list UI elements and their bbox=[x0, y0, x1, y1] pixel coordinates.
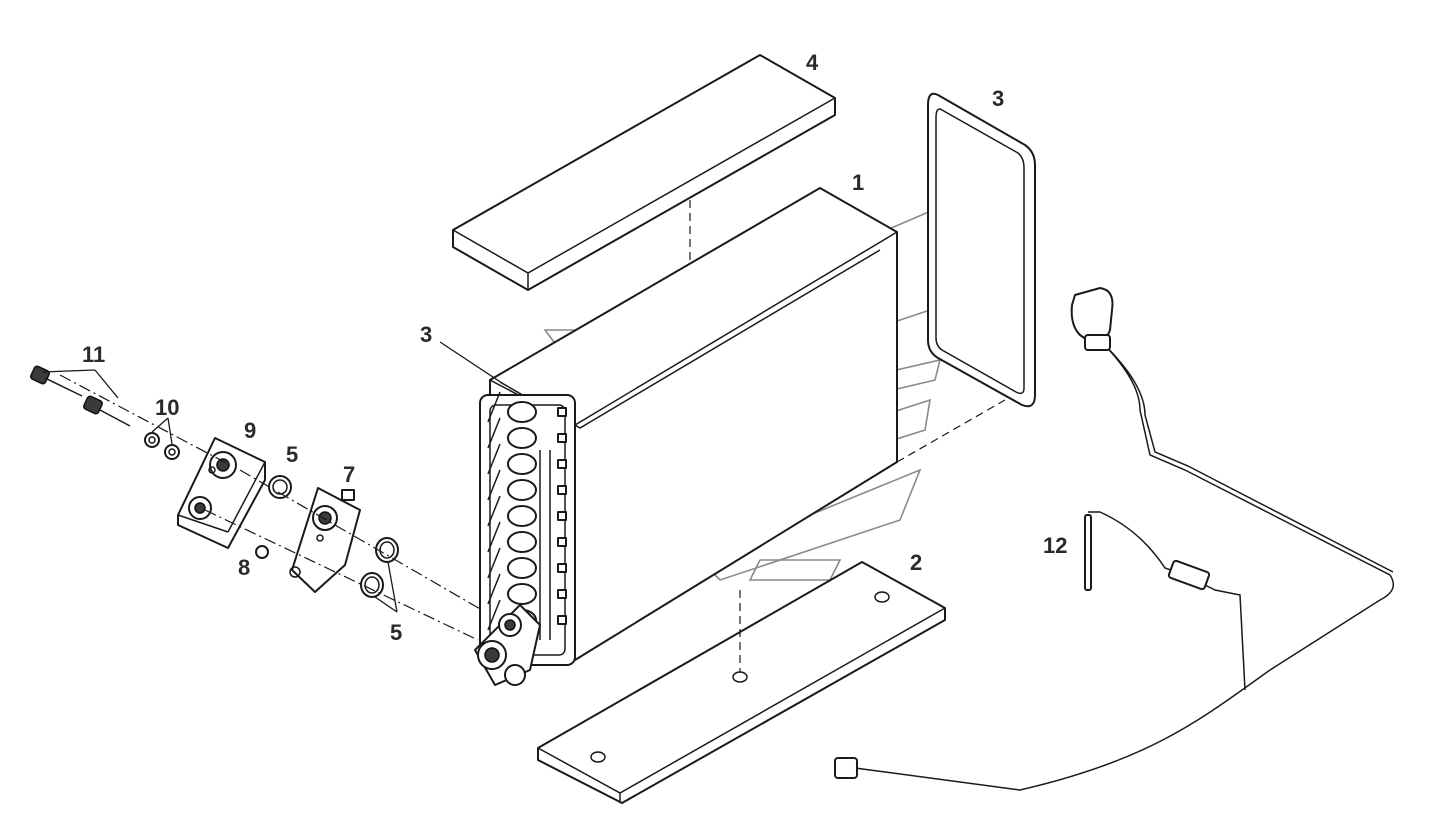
bolts bbox=[30, 365, 131, 427]
fin-stub bbox=[557, 485, 567, 495]
coil-tube bbox=[487, 599, 501, 631]
callout-12: 12 bbox=[1043, 533, 1067, 558]
callout-4: 4 bbox=[806, 50, 819, 75]
block-fitting bbox=[177, 437, 266, 549]
core-flange bbox=[474, 604, 541, 686]
coil-tube bbox=[487, 391, 501, 423]
coil-loop bbox=[507, 453, 537, 475]
coil-tube bbox=[487, 521, 501, 553]
callout-7: 7 bbox=[343, 462, 355, 487]
coil-tube bbox=[487, 417, 501, 449]
coil-tube bbox=[487, 443, 501, 475]
coil-tube bbox=[487, 547, 501, 579]
gasket-frame bbox=[927, 92, 1036, 408]
callout-8: 8 bbox=[238, 555, 250, 580]
top-foam-pad bbox=[452, 54, 836, 291]
bottom-plate bbox=[537, 561, 946, 804]
callout-labels: 1 2 3 3 4 5 5 7 8 9 10 11 12 bbox=[82, 50, 1067, 645]
callout-3-core: 3 bbox=[420, 322, 432, 347]
fin-stub bbox=[557, 459, 567, 469]
assembly-lines-fittings bbox=[59, 374, 483, 641]
callout-5-upper: 5 bbox=[286, 442, 298, 467]
fin-stub bbox=[557, 407, 567, 417]
expansion-valve bbox=[289, 487, 361, 593]
fin-stub bbox=[557, 615, 567, 625]
coil-loop bbox=[507, 479, 537, 501]
callout-1: 1 bbox=[852, 170, 864, 195]
fin-stub bbox=[557, 511, 567, 521]
small-o-ring bbox=[255, 545, 269, 559]
callout-5-lower: 5 bbox=[390, 620, 402, 645]
coil-tube bbox=[487, 573, 501, 605]
temperature-sensor-harness bbox=[834, 287, 1395, 791]
evaporator-core bbox=[479, 391, 576, 666]
coil-tube bbox=[487, 495, 501, 527]
coil-loop bbox=[507, 427, 537, 449]
o-rings bbox=[268, 475, 399, 598]
assembly-line-gasket bbox=[896, 399, 1006, 463]
coil-loop bbox=[507, 531, 537, 553]
washers bbox=[144, 432, 180, 460]
fin-stub bbox=[557, 433, 567, 443]
fin-stub bbox=[557, 563, 567, 573]
coil-loop bbox=[507, 505, 537, 527]
coil-loop bbox=[507, 401, 537, 423]
coil-loop bbox=[507, 583, 537, 605]
callout-3-gasket: 3 bbox=[992, 86, 1004, 111]
callout-2: 2 bbox=[910, 550, 922, 575]
coil-tube bbox=[487, 469, 501, 501]
callout-9: 9 bbox=[244, 418, 256, 443]
leader-lines bbox=[41, 341, 506, 613]
coil-loop bbox=[507, 557, 537, 579]
callout-10: 10 bbox=[155, 395, 179, 420]
fin-stub bbox=[557, 537, 567, 547]
callout-11: 11 bbox=[82, 342, 105, 367]
fin-stub bbox=[557, 589, 567, 599]
